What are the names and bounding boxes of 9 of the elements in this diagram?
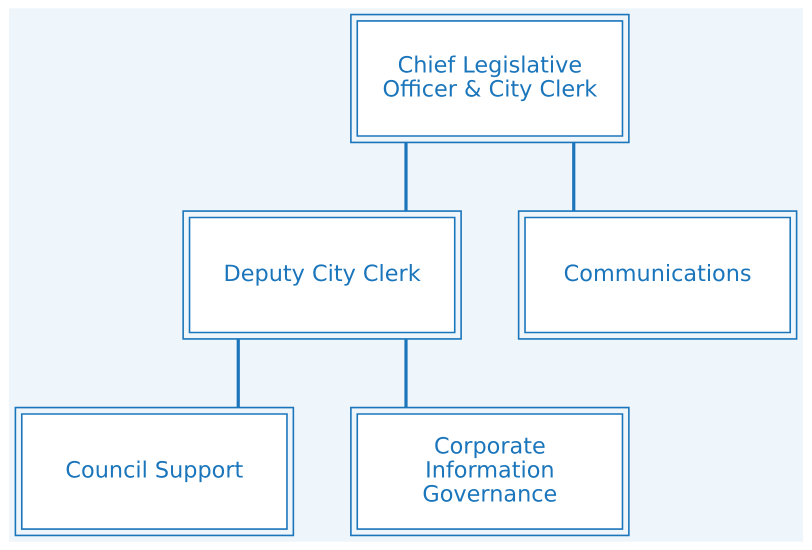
node-box: Communications (518, 210, 798, 340)
connector (572, 142, 576, 210)
connector (404, 339, 408, 407)
connector (236, 339, 240, 407)
node-box: Deputy City Clerk (182, 210, 462, 340)
node-box: Council Support (14, 406, 294, 536)
node-box: Corporate Information Governance (350, 406, 630, 536)
node-box: Chief Legislative Officer & City Clerk (350, 14, 630, 144)
connector (404, 142, 408, 210)
